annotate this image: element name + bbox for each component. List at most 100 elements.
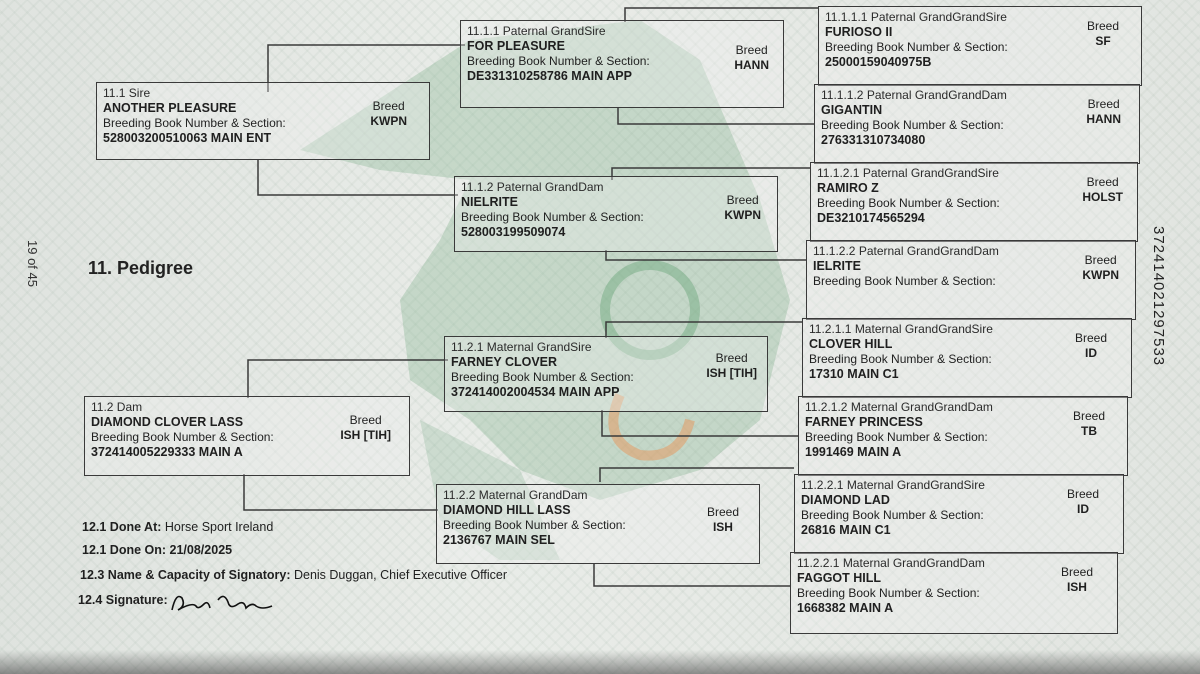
breed-block: Breed ISH [TIH] <box>706 351 757 381</box>
bbn-label: Breeding Book Number & Section: <box>91 430 274 444</box>
horse-name: FARNEY PRINCESS <box>805 415 923 429</box>
bbn-value: 276331310734080 <box>821 133 926 147</box>
entry-role: 11.1 Sire <box>103 86 151 100</box>
bbn-value: 1991469 MAIN A <box>805 445 902 459</box>
breed-block: Breed HANN <box>1086 97 1121 127</box>
entry-role: 11.1.1 Paternal GrandSire <box>467 24 606 38</box>
signatory-value: Denis Duggan, Chief Executive Officer <box>293 568 508 582</box>
breed-value: KWPN <box>1082 268 1119 282</box>
dam-box: 11.2 Dam DIAMOND CLOVER LASS Breeding Bo… <box>84 396 410 476</box>
breed-value: TB <box>1080 424 1097 438</box>
entry-role: 11.2.2.1 Maternal GrandGrandSire <box>801 478 985 492</box>
breed-value: ISH <box>712 520 733 534</box>
bbn-label: Breeding Book Number & Section: <box>103 116 286 130</box>
breed-value: HANN <box>734 58 769 72</box>
breed-label: Breed <box>1074 331 1107 345</box>
entry-role: 11.2.1.2 Maternal GrandGrandDam <box>805 400 993 414</box>
bbn-value: 528003200510063 MAIN ENT <box>103 131 272 145</box>
breed-block: Breed ISH <box>707 505 739 535</box>
done-on: 12.1 Done On: 21/08/2025 <box>82 543 232 557</box>
bbn-label: Breeding Book Number & Section: <box>813 274 996 288</box>
breed-value: KWPN <box>724 208 761 222</box>
maternal-grandsire-box: 11.2.1 Maternal GrandSire FARNEY CLOVER … <box>444 336 768 412</box>
breed-label: Breed <box>726 193 759 207</box>
bbn-label: Breeding Book Number & Section: <box>809 352 992 366</box>
breed-label: Breed <box>1072 409 1105 423</box>
bbn-value: 26816 MAIN C1 <box>801 523 891 537</box>
breed-block: Breed ISH <box>1061 565 1093 595</box>
paternal-grandsire-box: 11.1.1 Paternal GrandSire FOR PLEASURE B… <box>460 20 784 108</box>
horse-name: FAGGOT HILL <box>797 571 882 585</box>
entry-role: 11.2.2.1 Maternal GrandGrandDam <box>797 556 985 570</box>
entry-role: 11.1.1.1 Paternal GrandGrandSire <box>825 10 1007 24</box>
gg-dam-2-box: 11.1.2.2 Paternal GrandGrandDam IELRITE … <box>806 240 1136 320</box>
section-title: 11. Pedigree <box>88 258 194 278</box>
breed-block: Breed ISH [TIH] <box>340 413 391 443</box>
done-at: 12.1 Done At: Horse Sport Ireland <box>82 520 273 534</box>
breed-label: Breed <box>1086 19 1119 33</box>
breed-value: ISH <box>1066 580 1087 594</box>
bbn-label: Breeding Book Number & Section: <box>821 118 1004 132</box>
breed-value: KWPN <box>370 114 407 128</box>
gg-dam-1-box: 11.1.1.2 Paternal GrandGrandDam GIGANTIN… <box>814 84 1140 164</box>
breed-label: Breed <box>1060 565 1093 579</box>
horse-name: FOR PLEASURE <box>467 39 565 53</box>
breed-block: Breed KWPN <box>724 193 761 223</box>
horse-name: FURIOSO II <box>825 25 893 39</box>
breed-label: Breed <box>349 413 382 427</box>
bbn-label: Breeding Book Number & Section: <box>461 210 644 224</box>
gg-sire-1-box: 11.1.1.1 Paternal GrandGrandSire FURIOSO… <box>818 6 1142 86</box>
breed-label: Breed <box>1066 487 1099 501</box>
entry-role: 11.2.1 Maternal GrandSire <box>451 340 592 354</box>
breed-block: Breed KWPN <box>370 99 407 129</box>
breed-value: ID <box>1076 502 1089 516</box>
breed-label: Breed <box>1087 97 1120 111</box>
entry-role: 11.2.2 Maternal GrandDam <box>443 488 588 502</box>
bbn-label: Breeding Book Number & Section: <box>451 370 634 384</box>
done-on-value: 21/08/2025 <box>169 543 233 557</box>
gg-dam-3-box: 11.2.1.2 Maternal GrandGrandDam FARNEY P… <box>798 396 1128 476</box>
signature-scribble <box>171 595 273 611</box>
entry-role: 11.2 Dam <box>91 400 143 414</box>
bbn-value: 25000159040975B <box>825 55 932 69</box>
bbn-value: 372414005229333 MAIN A <box>91 445 243 459</box>
entry-role: 11.1.2.2 Paternal GrandGrandDam <box>813 244 999 258</box>
entry-role: 11.1.2.1 Paternal GrandGrandSire <box>817 166 999 180</box>
horse-name: GIGANTIN <box>821 103 883 117</box>
bbn-label: Breeding Book Number & Section: <box>797 586 980 600</box>
horse-name: FARNEY CLOVER <box>451 355 558 369</box>
bbn-label: Breeding Book Number & Section: <box>443 518 626 532</box>
bbn-value: 17310 MAIN C1 <box>809 367 899 381</box>
bbn-label: Breeding Book Number & Section: <box>801 508 984 522</box>
breed-block: Breed HANN <box>734 43 769 73</box>
side-identifier: 372414021297533 <box>1150 226 1167 367</box>
entry-role: 11.1.2 Paternal GrandDam <box>461 180 604 194</box>
breed-block: Breed ID <box>1075 331 1107 361</box>
breed-block: Breed ID <box>1067 487 1099 517</box>
page-number: 19 of 45 <box>25 240 40 287</box>
bbn-value: DE331310258786 MAIN APP <box>467 69 632 83</box>
breed-block: Breed HOLST <box>1082 175 1123 205</box>
entry-role: 11.2.1.1 Maternal GrandGrandSire <box>809 322 993 336</box>
bbn-value: 1668382 MAIN A <box>797 601 894 615</box>
gg-sire-3-box: 11.2.1.1 Maternal GrandGrandSire CLOVER … <box>802 318 1132 398</box>
done-at-label: 12.1 Done At: <box>82 520 162 534</box>
breed-label: Breed <box>706 505 739 519</box>
bbn-value: 2136767 MAIN SEL <box>443 533 555 547</box>
gg-sire-2-box: 11.1.2.1 Paternal GrandGrandSire RAMIRO … <box>810 162 1138 242</box>
breed-block: Breed KWPN <box>1082 253 1119 283</box>
done-at-value: Horse Sport Ireland <box>164 520 274 534</box>
breed-label: Breed <box>372 99 405 113</box>
horse-name: DIAMOND CLOVER LASS <box>91 415 244 429</box>
breed-label: Breed <box>715 351 748 365</box>
breed-label: Breed <box>1084 253 1117 267</box>
bbn-label: Breeding Book Number & Section: <box>817 196 1000 210</box>
bbn-label: Breeding Book Number & Section: <box>805 430 988 444</box>
gg-dam-4-box: 11.2.2.1 Maternal GrandGrandDam FAGGOT H… <box>790 552 1118 634</box>
sire-box: 11.1 Sire ANOTHER PLEASURE Breeding Book… <box>96 82 430 160</box>
horse-name: CLOVER HILL <box>809 337 893 351</box>
gg-sire-4-box: 11.2.2.1 Maternal GrandGrandSire DIAMOND… <box>794 474 1124 554</box>
signatory-label: 12.3 Name & Capacity of Signatory: <box>80 568 291 582</box>
signatory: 12.3 Name & Capacity of Signatory: Denis… <box>80 568 507 582</box>
